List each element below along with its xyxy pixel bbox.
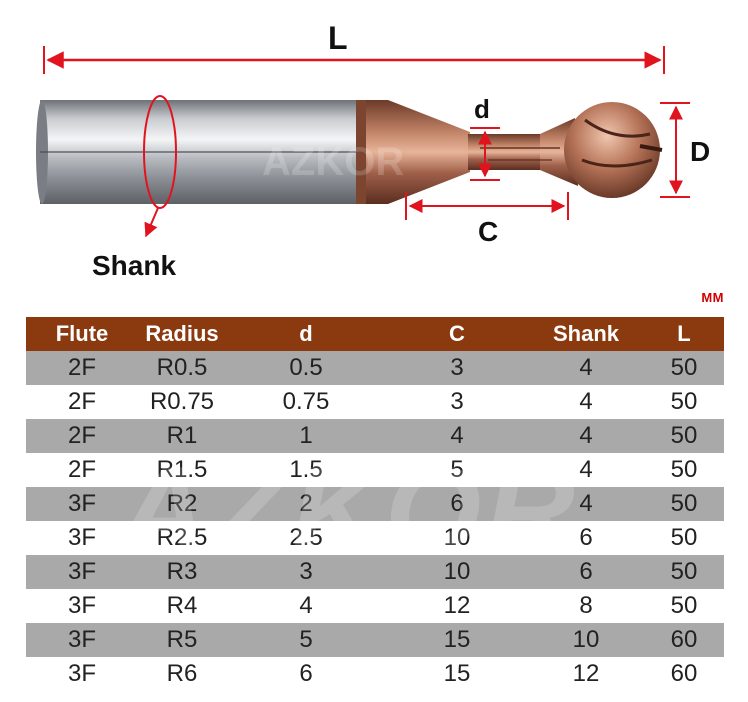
table-row: 3F R2.5 2.5 10 6 50 [26,521,724,555]
table-row: 2F R1.5 1.5 5 4 50 [26,453,724,487]
cell-flute: 2F [67,354,96,381]
head-diameter-label: D [690,136,711,167]
cell-radius: R0.5 [156,354,208,381]
cell-shank: 6 [579,524,593,551]
cell-l: 50 [670,354,698,381]
cell-radius: R3 [166,558,198,585]
cell-shank: 8 [579,592,593,619]
cell-l: 50 [670,456,698,483]
cell-d: 1.5 [289,456,323,483]
neck-diameter-dimension [470,127,500,181]
cell-l: 50 [670,422,698,449]
cell-c: 15 [443,626,471,653]
tool-diagram: AZKOR L d D C Shank [0,0,748,300]
header-c: C [449,321,465,346]
cell-c: 10 [443,558,471,585]
cell-flute: 3F [67,524,96,551]
cell-d: 4 [299,592,313,619]
cell-shank: 6 [579,558,593,585]
end-mill-drawing [36,46,690,238]
cell-l: 50 [670,592,698,619]
cell-c: 3 [450,354,464,381]
header-l: L [677,321,691,346]
cell-radius: R1 [166,422,198,449]
table-row: 3F R5 5 15 10 60 [26,623,724,657]
spec-table: Flute Radius d C Shank L 2F R0.5 0.5 3 4… [26,317,724,691]
cell-radius: R0.75 [149,388,215,415]
cell-radius: R5 [166,626,198,653]
cell-d: 2 [299,490,313,517]
cell-flute: 2F [67,456,96,483]
header-d: d [299,321,313,346]
cell-c: 12 [443,592,471,619]
cell-c: 3 [450,388,464,415]
head-diameter-dimension [660,102,690,198]
ball-head [564,102,663,198]
cell-shank: 4 [579,490,593,517]
table-row: 2F R1 1 4 4 50 [26,419,724,453]
table-row: 3F R6 6 15 12 60 [26,657,724,691]
cell-c: 10 [443,524,471,551]
table-header: Flute Radius d C Shank L [26,317,724,351]
cell-d: 0.5 [289,354,323,381]
cell-l: 60 [670,626,698,653]
cell-radius: R6 [166,660,198,687]
cell-d: 3 [299,558,313,585]
cell-flute: 3F [67,592,96,619]
cell-flute: 3F [67,660,96,687]
table-row: 3F R3 3 10 6 50 [26,555,724,589]
cell-c: 5 [450,456,464,483]
cell-flute: 3F [67,490,96,517]
cell-d: 1 [299,422,313,449]
table-row: 3F R4 4 12 8 50 [26,589,724,623]
cell-d: 5 [299,626,313,653]
header-radius: Radius [145,321,219,346]
cell-d: 2.5 [289,524,323,551]
cell-l: 50 [670,490,698,517]
cell-shank: 4 [579,354,593,381]
registered-mark: ® [612,452,638,490]
unit-label: MM [701,290,724,305]
cell-l: 50 [670,558,698,585]
cell-d: 6 [299,660,313,687]
header-flute: Flute [55,321,109,346]
table-row: 2F R0.75 0.75 3 4 50 [26,385,724,419]
length-label: L [328,20,348,56]
header-shank: Shank [552,321,620,346]
cell-radius: R1.5 [156,456,208,483]
shank-label: Shank [92,250,177,281]
cell-c: 15 [443,660,471,687]
cell-l: 60 [670,660,698,687]
cell-l: 50 [670,524,698,551]
shank-body [36,100,358,204]
cell-flute: 2F [67,388,96,415]
cell-c: 6 [450,490,464,517]
cell-shank: 4 [579,456,593,483]
table-row: 2F R0.5 0.5 3 4 50 [26,351,724,385]
shank-indicator [143,95,177,238]
cell-l: 50 [670,388,698,415]
cell-radius: R4 [166,592,198,619]
cell-radius: R2.5 [156,524,208,551]
cell-flute: 3F [67,558,96,585]
neck-diameter-label: d [474,94,490,124]
neck-length-label: C [478,216,499,247]
cell-shank: 4 [579,422,593,449]
cell-shank: 12 [572,660,600,687]
cell-flute: 3F [67,626,96,653]
cell-flute: 2F [67,422,96,449]
cell-shank: 10 [572,626,600,653]
cell-c: 4 [450,422,464,449]
neck-length-dimension [405,192,569,220]
cell-radius: R2 [166,490,198,517]
cell-d: 0.75 [282,388,330,415]
watermark-top: AZKOR [262,140,405,184]
table-row: 3F R2 2 6 4 50 [26,487,724,521]
length-dimension [43,46,665,74]
cell-shank: 4 [579,388,593,415]
